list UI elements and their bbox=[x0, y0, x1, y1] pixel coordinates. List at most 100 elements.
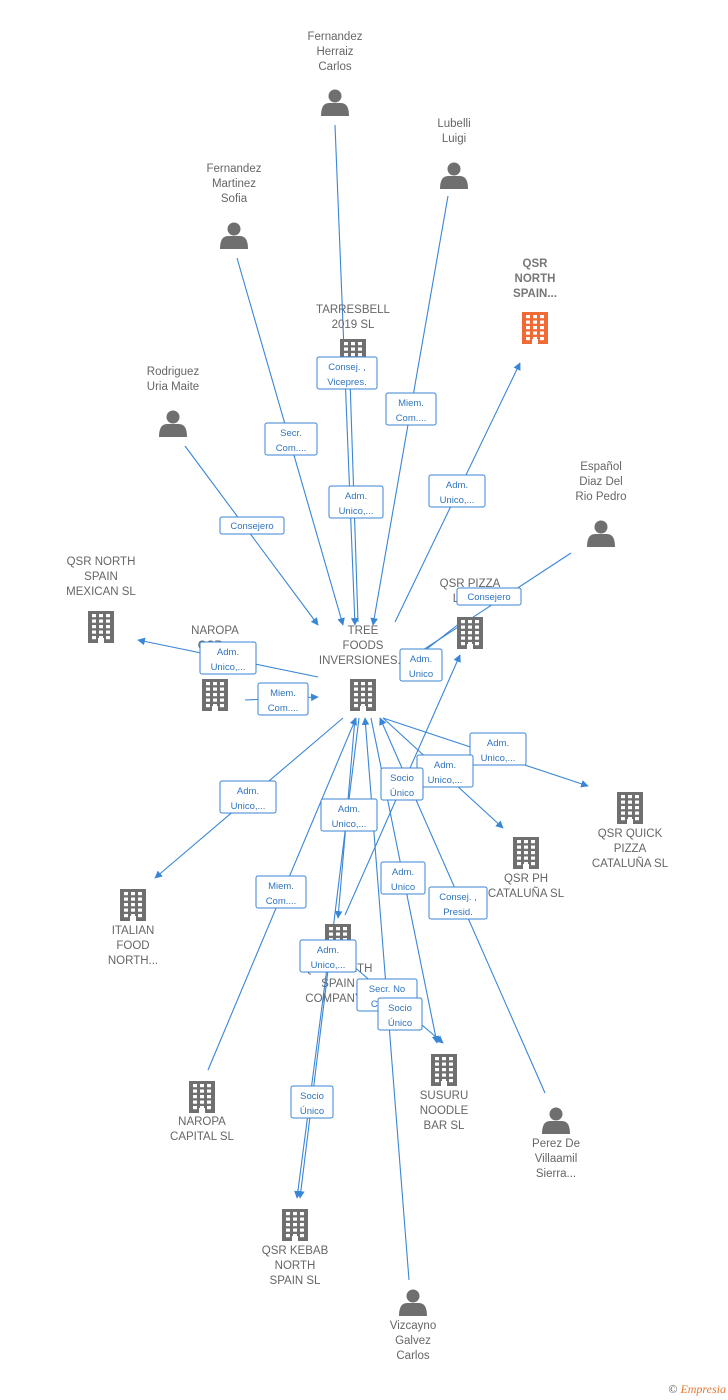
edge-label-text: Com.... bbox=[268, 703, 299, 714]
edge-label-text: Adm. bbox=[317, 945, 339, 956]
edge-label-text: Adm. bbox=[410, 654, 432, 665]
edge-label-text: Socio bbox=[390, 773, 414, 784]
edge-label-e9[interactable]: Adm.Unico bbox=[399, 648, 443, 682]
edge-label-text: Com.... bbox=[266, 896, 297, 907]
edge-label-box bbox=[219, 516, 285, 535]
edge-label-box bbox=[257, 682, 309, 716]
edge-label-text: Adm. bbox=[487, 738, 509, 749]
edge-label-box bbox=[199, 641, 257, 675]
edge-label-e2[interactable]: Miem. Com.... bbox=[385, 392, 437, 426]
building-icon bbox=[88, 611, 114, 643]
person-icon bbox=[220, 222, 248, 249]
person-icon bbox=[399, 1289, 427, 1316]
edge-label-e14[interactable]: Adm. Unico,... bbox=[320, 798, 378, 832]
edge-label-text: Consej. , bbox=[439, 892, 477, 903]
building-icon bbox=[282, 1209, 308, 1241]
edge-label-text: Miem. bbox=[398, 398, 424, 409]
edge-label-box bbox=[428, 886, 488, 920]
edge-label-text: Secr. bbox=[280, 428, 302, 439]
edge-label-e4[interactable]: Adm. Unico,... bbox=[428, 474, 486, 508]
building-icon bbox=[189, 1081, 215, 1113]
edge-label-box bbox=[299, 939, 357, 973]
edge-label-e13[interactable]: Adm.Unico,... bbox=[219, 780, 277, 814]
edge-label-text: Socio bbox=[388, 1003, 412, 1014]
edge-label-text: Adm. bbox=[338, 804, 360, 815]
edge-label-text: Único bbox=[300, 1106, 324, 1117]
edge-label-box bbox=[219, 780, 277, 814]
edge-label-e5[interactable]: Adm. Unico,... bbox=[328, 485, 384, 519]
edge-label-box bbox=[456, 587, 522, 606]
edge-label-box bbox=[380, 767, 424, 801]
edge-tree_foods-to-qsr_pizza bbox=[422, 622, 461, 653]
edge-label-text: Com.... bbox=[396, 413, 427, 424]
edge-label-box bbox=[385, 392, 437, 426]
edge-label-text: Unico,... bbox=[332, 819, 367, 830]
edge-label-e10[interactable]: Miem. Com.... bbox=[257, 682, 309, 716]
edge-label-e15[interactable]: Adm. Unico bbox=[380, 861, 426, 895]
edge-label-e1[interactable]: Consej. ,Vicepres. bbox=[316, 356, 378, 390]
person-icon bbox=[321, 89, 349, 116]
edge-label-e17[interactable]: Consej. ,Presid. bbox=[428, 886, 488, 920]
edge-label-text: Unico bbox=[391, 882, 415, 893]
edge-label-e19[interactable]: Adm.Unico,... bbox=[299, 939, 357, 973]
building-icon bbox=[522, 312, 548, 344]
edge-label-text: Adm. bbox=[392, 867, 414, 878]
edge-label-e3[interactable]: Secr.Com.... bbox=[264, 422, 318, 456]
edge-label-text: Unico,... bbox=[481, 753, 516, 764]
edge-label-text: Consejero bbox=[230, 521, 273, 532]
edge-label-box bbox=[264, 422, 318, 456]
copyright-symbol: © bbox=[668, 1382, 678, 1396]
edge-label-text: Unico,... bbox=[440, 495, 475, 506]
edge-label-text: Consej. , bbox=[328, 362, 366, 373]
building-icon bbox=[120, 889, 146, 921]
brand-logo[interactable]: Empresia bbox=[680, 1382, 726, 1396]
edge-label-e11[interactable]: Adm. Unico,... bbox=[469, 732, 527, 766]
edge-label-box bbox=[399, 648, 443, 682]
edge-label-e12[interactable]: Adm.Unico,... bbox=[416, 754, 474, 788]
edge-label-e16[interactable]: Miem.Com.... bbox=[255, 875, 307, 909]
edge-label-e7[interactable]: Consejero bbox=[456, 587, 522, 606]
edge-label-text: Consejero bbox=[467, 592, 510, 603]
edge-label-text: Miem. bbox=[270, 688, 296, 699]
building-icon bbox=[431, 1054, 457, 1086]
edge-label-text: Adm. bbox=[446, 480, 468, 491]
edge-label-text: Adm. bbox=[345, 491, 367, 502]
edge-label-text: Unico,... bbox=[211, 662, 246, 673]
building-icon bbox=[202, 679, 228, 711]
edge-label-text: Adm. bbox=[217, 647, 239, 658]
edge-label-e6[interactable]: Consejero bbox=[219, 516, 285, 535]
person-icon bbox=[542, 1107, 570, 1134]
edge-label-text: Unico,... bbox=[339, 506, 374, 517]
edge-label-e8[interactable]: Adm. Unico,... bbox=[199, 641, 257, 675]
